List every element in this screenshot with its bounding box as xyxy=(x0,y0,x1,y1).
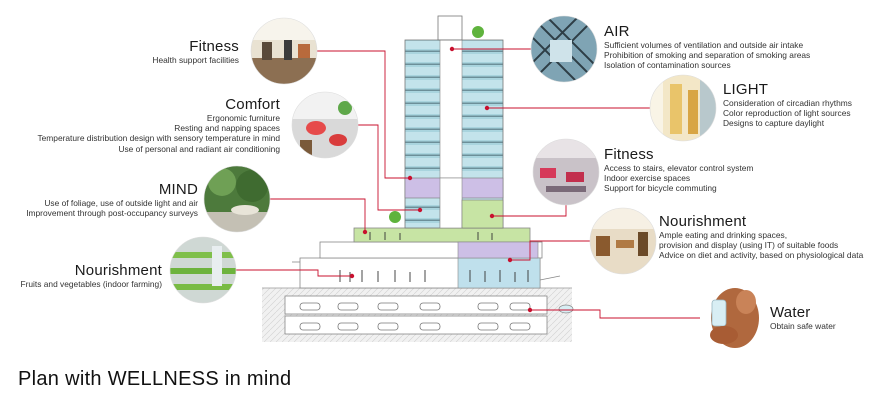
air-line: Sufficient volumes of ventilation and ou… xyxy=(604,40,804,50)
mind-label: MIND Use of foliage, use of outside ligh… xyxy=(26,181,198,218)
gym-photo-icon xyxy=(250,17,318,85)
water-title: Water xyxy=(770,304,811,321)
exercise-photo-icon xyxy=(532,138,600,206)
atrium-photo-icon xyxy=(530,15,598,83)
comfort-line: Ergonomic furniture xyxy=(206,113,280,123)
mind-title: MIND xyxy=(158,181,198,198)
comfort-title: Comfort xyxy=(225,96,280,113)
podium-section xyxy=(292,227,561,289)
nourishment-right-line: Ample eating and drinking spaces, xyxy=(659,230,788,240)
fitness-right-title: Fitness xyxy=(604,146,654,163)
fitness-left-title: Fitness xyxy=(189,38,239,55)
comfort-line: Temperature distribution design with sen… xyxy=(37,133,280,144)
fitness-left-label: Fitness Health support facilities xyxy=(152,38,239,65)
nourishment-right-title: Nourishment xyxy=(659,213,747,230)
daylight-photo-icon xyxy=(649,74,717,142)
water-line: Obtain safe water xyxy=(770,321,836,331)
air-label: AIR Sufficient volumes of ventilation an… xyxy=(604,23,810,71)
comfort-line: Use of personal and radiant air conditio… xyxy=(118,143,280,154)
air-title: AIR xyxy=(604,23,630,40)
light-line: Designs to capture daylight xyxy=(723,118,825,129)
light-label: LIGHT Consideration of circadian rhythms… xyxy=(723,81,852,129)
mind-line: Improvement through post-occupancy surve… xyxy=(26,208,198,219)
nourishment-right-line: Advice on diet and activity, based on ph… xyxy=(659,250,864,261)
fitness-right-label: Fitness Access to stairs, elevator contr… xyxy=(604,146,753,194)
page-caption: Plan with WELLNESS in mind xyxy=(18,368,292,390)
foliage-photo-icon xyxy=(203,165,271,233)
nourishment-right-line: provision and display (using IT) of suit… xyxy=(659,240,839,251)
mind-line: Use of foliage, use of outside light and… xyxy=(44,198,198,208)
ground-section xyxy=(262,287,574,342)
nourishment-left-line: Fruits and vegetables (indoor farming) xyxy=(20,279,162,289)
air-line: Prohibition of smoking and separation of… xyxy=(604,50,811,61)
connector-dots xyxy=(349,46,533,313)
light-title: LIGHT xyxy=(723,81,769,98)
drinking-water-photo-icon xyxy=(710,288,759,348)
comfort-line: Resting and napping spaces xyxy=(174,123,280,134)
nourishment-right-label: Nourishment Ample eating and drinking sp… xyxy=(659,213,863,261)
water-label: Water Obtain safe water xyxy=(770,304,836,331)
fitness-right-line: Indoor exercise spaces xyxy=(604,173,691,184)
air-line: Isolation of contamination sources xyxy=(604,60,731,71)
fitness-right-line: Support for bicycle commuting xyxy=(604,183,717,194)
cafe-photo-icon xyxy=(589,207,657,275)
lounge-photo-icon xyxy=(291,91,359,159)
fitness-left-line: Health support facilities xyxy=(152,55,239,65)
connector-lines xyxy=(236,48,700,319)
light-line: Consideration of circadian rhythms xyxy=(723,98,852,108)
fitness-right-line: Access to stairs, elevator control syste… xyxy=(604,163,754,173)
nourishment-left-label: Nourishment Fruits and vegetables (indoo… xyxy=(20,262,162,289)
indoor-farm-photo-icon xyxy=(169,236,237,304)
light-line: Color reproduction of light sources xyxy=(723,108,851,119)
comfort-label: Comfort Ergonomic furniture Resting and … xyxy=(37,96,280,154)
tower-section xyxy=(389,15,504,229)
nourishment-left-title: Nourishment xyxy=(74,262,162,279)
